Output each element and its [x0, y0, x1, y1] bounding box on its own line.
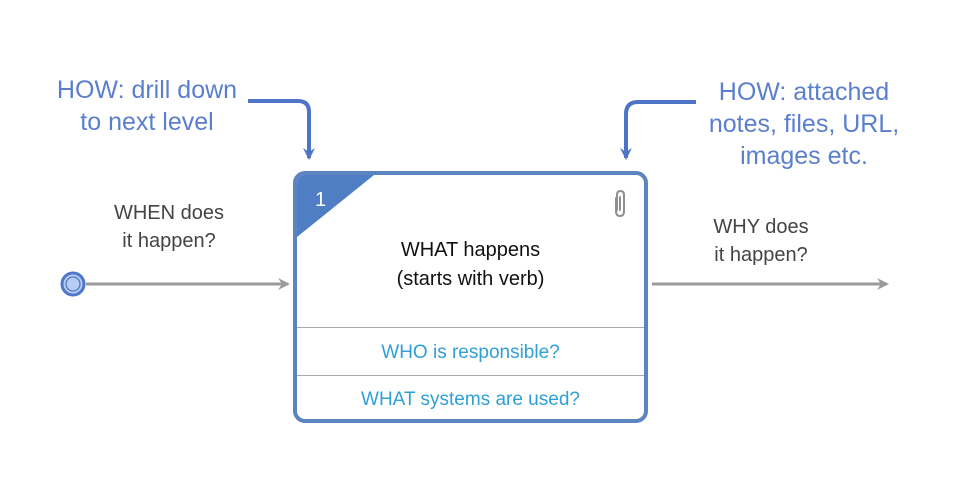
field-divider — [297, 327, 644, 328]
drill-down-note: HOW: drill down to next level — [46, 74, 248, 138]
start-event-inner-ring — [65, 276, 81, 292]
step-number: 1 — [315, 189, 327, 211]
when-label-line-2: it happen? — [122, 230, 216, 252]
start-event-icon[interactable] — [60, 271, 86, 297]
attachment-note-line-1: HOW: attached — [718, 78, 890, 106]
paperclip-icon[interactable] — [610, 189, 630, 219]
field-divider — [297, 375, 644, 376]
what-happens-line-1: WHAT happens — [400, 239, 541, 261]
attachment-note-line-3: images etc. — [740, 142, 868, 170]
drill-down-arrow — [248, 99, 315, 160]
process-step-box[interactable]: 1 WHAT happens (starts with verb) WHO is… — [293, 171, 648, 423]
attachment-note-line-2: notes, files, URL, — [708, 110, 900, 138]
what-happens-line-2: (starts with verb) — [396, 268, 545, 290]
step-number-badge — [297, 175, 374, 237]
attachment-arrow — [620, 100, 696, 160]
drill-down-note-line-1: HOW: drill down — [56, 76, 238, 104]
attachment-note: HOW: attached notes, files, URL, images … — [690, 76, 918, 172]
why-flow-label: WHY does it happen? — [690, 213, 832, 269]
when-flow-label: WHEN does it happen? — [96, 199, 242, 255]
who-responsible-field[interactable]: WHO is responsible? — [381, 342, 560, 363]
what-happens-text: WHAT happens (starts with verb) — [297, 236, 644, 294]
systems-used-field[interactable]: WHAT systems are used? — [361, 389, 580, 410]
when-label-line-1: WHEN does — [113, 202, 225, 224]
drill-down-note-line-2: to next level — [80, 108, 214, 136]
why-label-line-2: it happen? — [714, 244, 808, 266]
why-label-line-1: WHY does — [713, 216, 809, 238]
